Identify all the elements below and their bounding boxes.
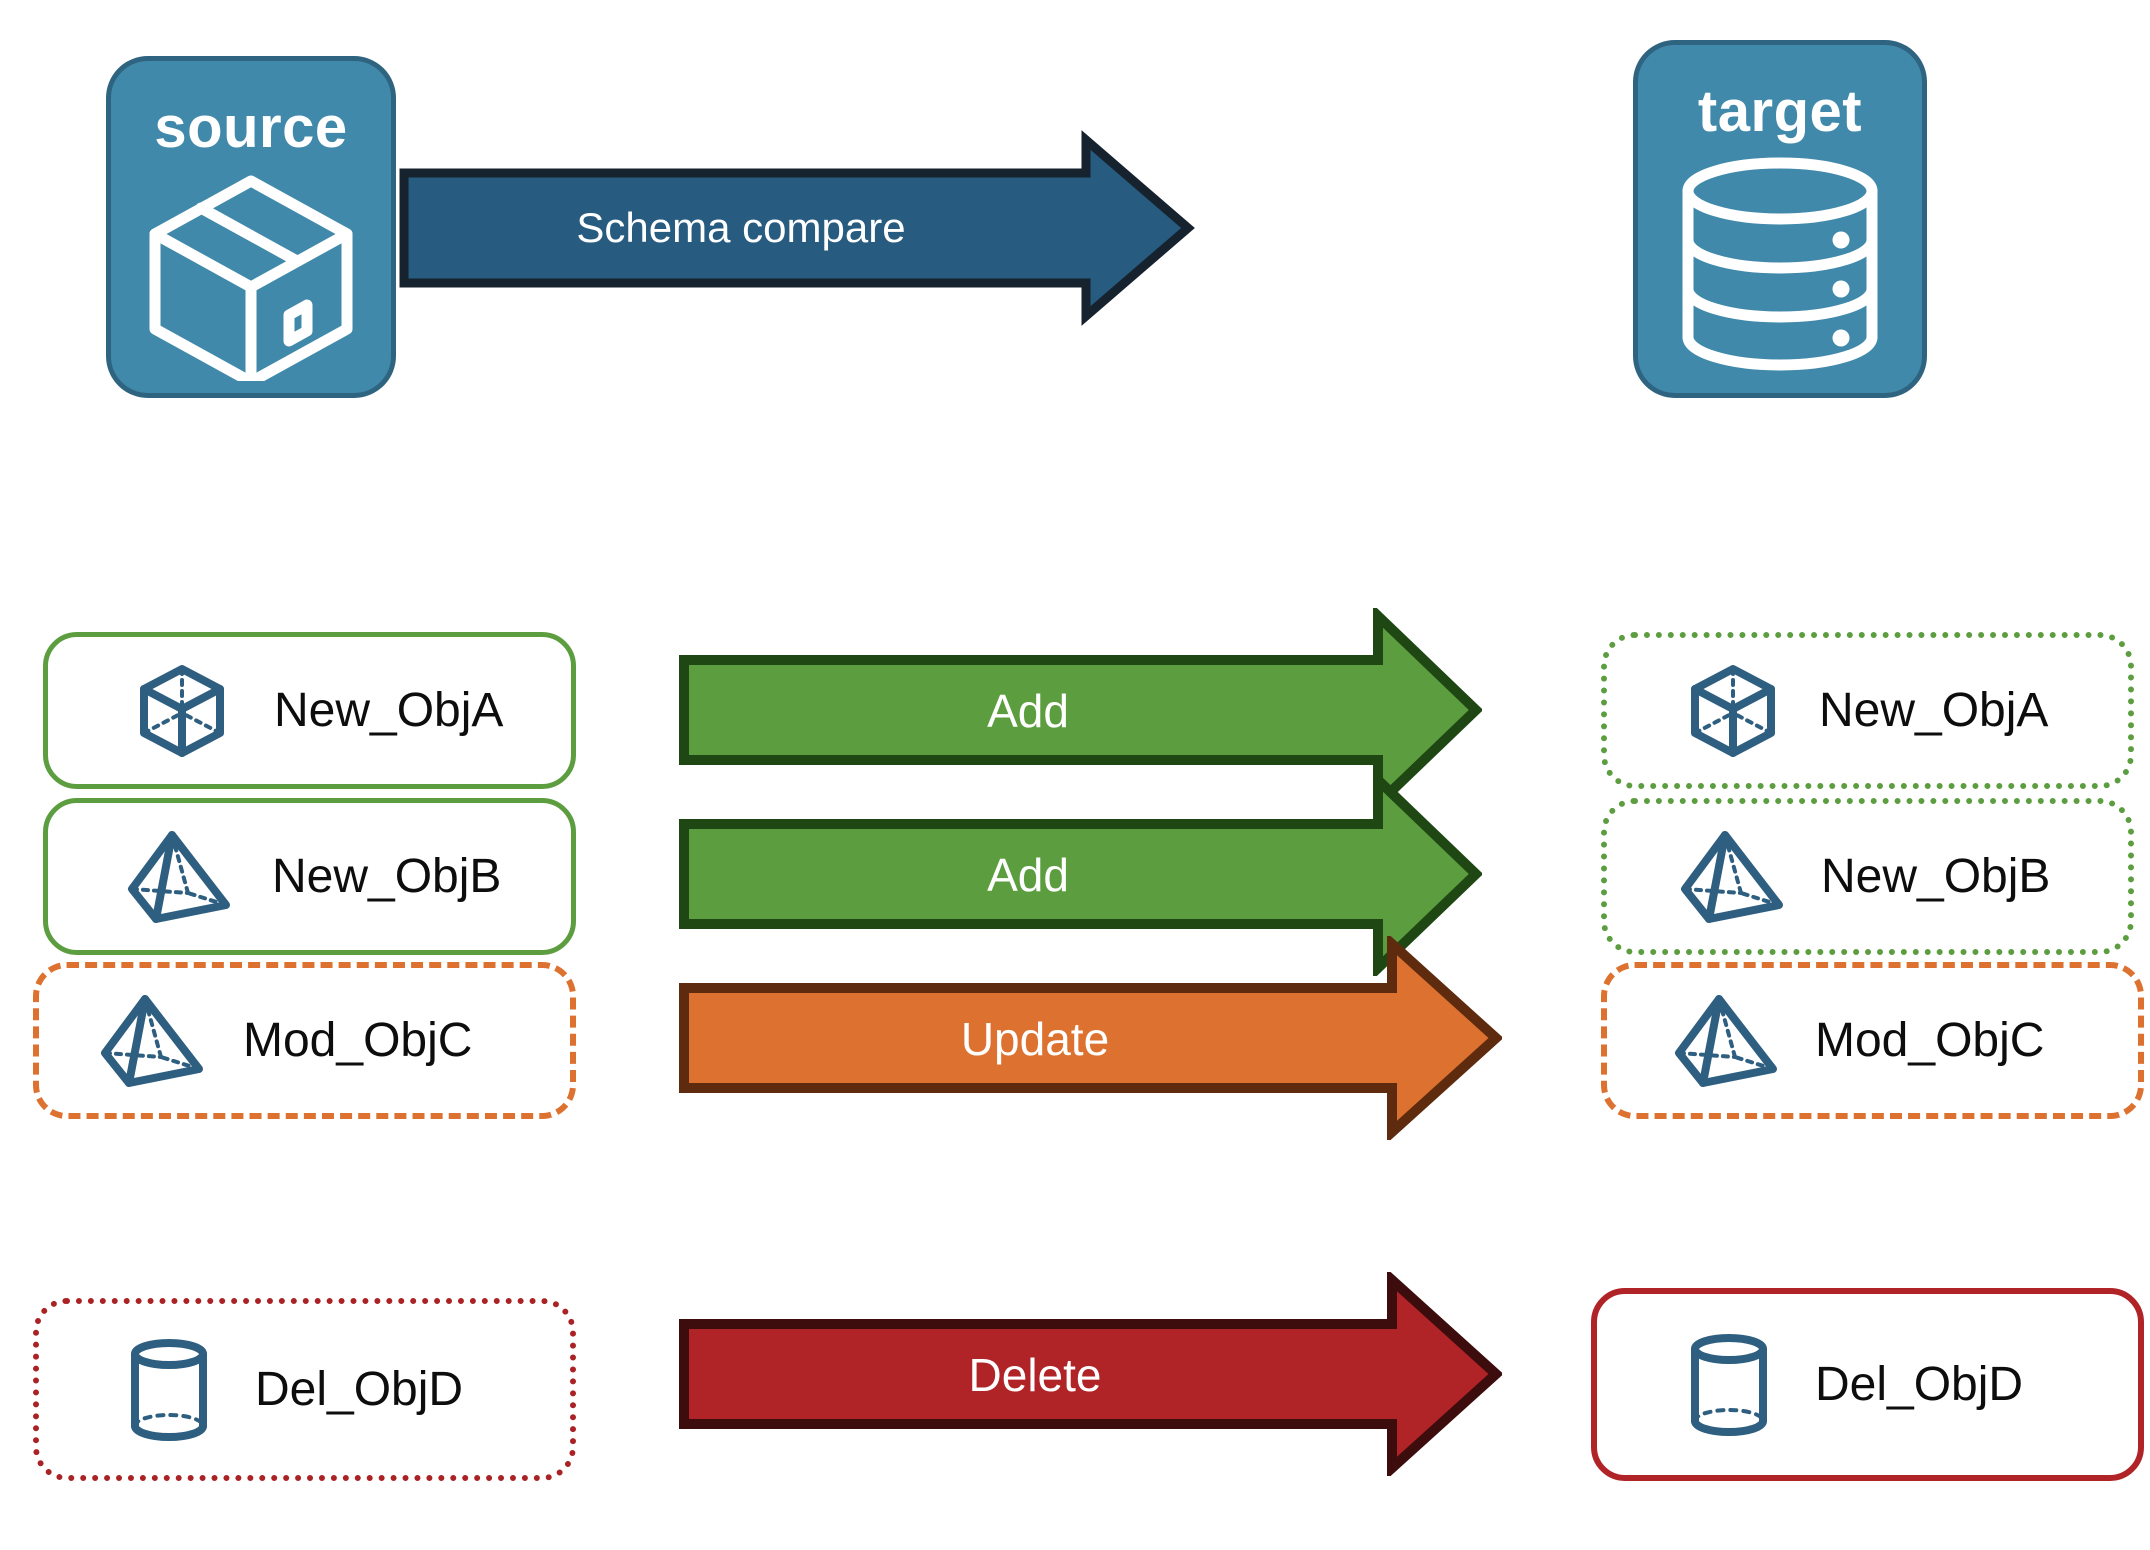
schema-compare-arrow[interactable]: Schema compare bbox=[396, 128, 1196, 328]
wireframe-cube-icon bbox=[136, 663, 228, 759]
source-title: source bbox=[154, 95, 348, 160]
wireframe-pyramid-icon bbox=[1673, 991, 1781, 1091]
target-object-row-2[interactable]: Mod_ObjC bbox=[1601, 962, 2144, 1119]
target-object-label-0: New_ObjA bbox=[1819, 683, 2049, 737]
wireframe-pyramid-icon bbox=[99, 991, 207, 1091]
target-object-row-1[interactable]: New_ObjB bbox=[1601, 798, 2134, 955]
wireframe-pyramid-icon bbox=[1679, 827, 1787, 927]
action-arrow-row-2[interactable]: Update bbox=[678, 932, 1504, 1144]
source-object-label-1: New_ObjB bbox=[272, 849, 502, 903]
target-object-label-1: New_ObjB bbox=[1821, 849, 2051, 903]
wireframe-pyramid-icon bbox=[126, 827, 234, 927]
target-object-label-2: Mod_ObjC bbox=[1815, 1013, 2045, 1067]
target-object-row-0[interactable]: New_ObjA bbox=[1601, 632, 2134, 789]
database-cylinder-icon bbox=[1678, 155, 1883, 378]
target-object-row-3[interactable]: Del_ObjD bbox=[1591, 1288, 2144, 1481]
source-object-row-3[interactable]: Del_ObjD bbox=[33, 1298, 576, 1481]
package-box-icon bbox=[139, 171, 363, 388]
source-endpoint-card[interactable]: source bbox=[106, 56, 396, 398]
wireframe-cube-icon bbox=[1687, 663, 1779, 759]
source-object-label-0: New_ObjA bbox=[274, 683, 504, 737]
wireframe-cylinder-icon bbox=[127, 1338, 211, 1442]
target-title: target bbox=[1697, 79, 1863, 144]
source-object-label-2: Mod_ObjC bbox=[243, 1013, 473, 1067]
source-object-label-3: Del_ObjD bbox=[255, 1362, 464, 1416]
wireframe-cylinder-icon bbox=[1687, 1333, 1771, 1437]
target-object-label-3: Del_ObjD bbox=[1815, 1357, 2024, 1411]
source-object-row-1[interactable]: New_ObjB bbox=[43, 798, 576, 955]
source-object-row-2[interactable]: Mod_ObjC bbox=[33, 962, 576, 1119]
target-endpoint-card[interactable]: target bbox=[1633, 40, 1927, 398]
action-arrow-row-3[interactable]: Delete bbox=[678, 1268, 1504, 1480]
source-object-row-0[interactable]: New_ObjA bbox=[43, 632, 576, 789]
schema-compare-label: Schema compare bbox=[576, 204, 906, 251]
